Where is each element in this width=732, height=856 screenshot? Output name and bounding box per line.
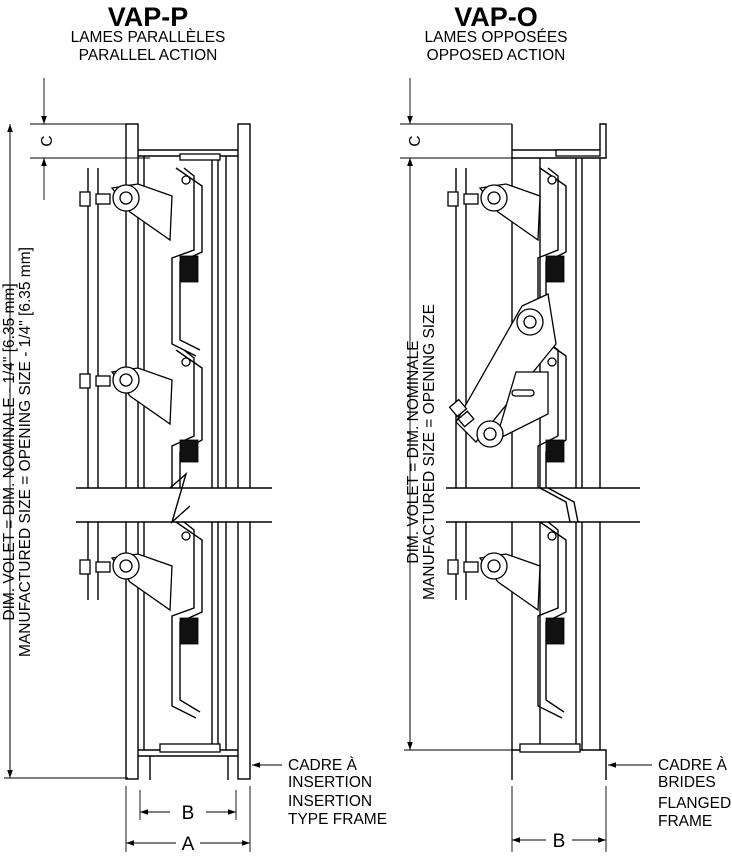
vap-o-dim-fr: DIM. VOLET = DIM. NOMINALE bbox=[405, 340, 422, 563]
vap-o-title: VAP-O bbox=[454, 2, 538, 32]
vap-o-dim-c: C bbox=[400, 78, 540, 200]
vap-o-dim-b: B bbox=[511, 786, 607, 852]
vap-p-frame-callout: CADRE À INSERTION INSERTION TYPE FRAME bbox=[252, 757, 387, 828]
vap-o-subtitle-fr: LAMES OPPOSÉES bbox=[425, 29, 568, 46]
vap-o-view: VAP-O LAMES OPPOSÉES OPPOSED ACTION C DI… bbox=[400, 2, 731, 852]
vap-o-frame-en-2: FRAME bbox=[658, 813, 712, 830]
vap-o-subtitle-en: OPPOSED ACTION bbox=[427, 47, 566, 64]
vap-p-blades bbox=[171, 167, 203, 719]
vap-p-subtitle-en: PARALLEL ACTION bbox=[79, 47, 218, 64]
vap-o-frame-fr-2: BRIDES bbox=[658, 774, 716, 791]
vap-p-break bbox=[76, 471, 272, 525]
vap-o-frame-callout: CADRE À BRIDES FLANGED FRAME bbox=[608, 757, 731, 830]
vap-o-break bbox=[446, 487, 640, 523]
vap-p-dim-fr: DIM. VOLET = DIM. NOMINALE - 1/4" [6.35 … bbox=[1, 283, 18, 620]
vap-p-view: VAP-P LAMES PARALLÈLES PARALLEL ACTION C… bbox=[1, 2, 387, 855]
vap-p-frame-fr-2: INSERTION bbox=[288, 774, 372, 791]
vap-o-frame-en-1: FLANGED bbox=[658, 795, 731, 812]
vap-p-dim-b-a: B A bbox=[125, 786, 251, 855]
vap-o-frame-fr-1: CADRE À bbox=[658, 757, 728, 774]
vap-p-frame-en-1: INSERTION bbox=[288, 793, 372, 810]
vap-o-b-label: B bbox=[553, 831, 566, 852]
vap-o-blades bbox=[537, 167, 567, 719]
vap-o-c-label: C bbox=[407, 135, 424, 146]
vap-p-frame-en-2: TYPE FRAME bbox=[288, 811, 387, 828]
vap-p-dim-en: MANUFACTURED SIZE = OPENING SIZE - 1/4" … bbox=[17, 247, 34, 657]
vap-p-c-label: C bbox=[39, 135, 56, 146]
vap-p-subtitle-fr: LAMES PARALLÈLES bbox=[71, 29, 226, 46]
vap-p-b-label: B bbox=[182, 803, 195, 824]
vap-o-dim-overall: DIM. VOLET = DIM. NOMINALE MANUFACTURED … bbox=[404, 158, 512, 751]
vap-p-dim-c: C bbox=[30, 78, 150, 200]
vap-o-crank-arms bbox=[447, 183, 557, 612]
vap-p-dim-overall: DIM. VOLET = DIM. NOMINALE - 1/4" [6.35 … bbox=[1, 124, 128, 779]
vap-p-a-label: A bbox=[182, 834, 195, 855]
vap-p-frame-fr-1: CADRE À bbox=[288, 757, 358, 774]
vap-p-title: VAP-P bbox=[108, 2, 189, 32]
vap-p-crank-arms bbox=[79, 183, 173, 612]
vap-o-dim-en: MANUFACTURED SIZE = OPENING SIZE bbox=[421, 304, 438, 600]
